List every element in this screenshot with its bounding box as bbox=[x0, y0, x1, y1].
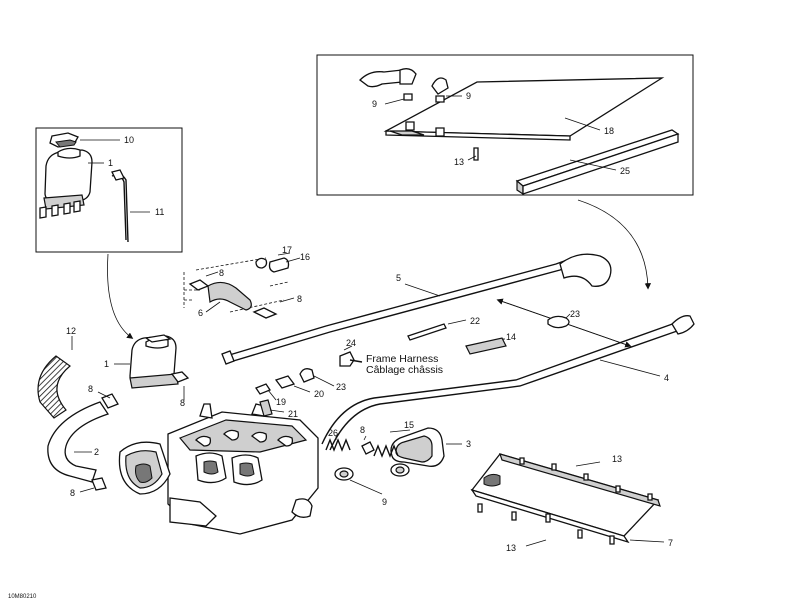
callout-23-left: 23 bbox=[336, 382, 346, 392]
inset-fitting-right bbox=[431, 77, 449, 137]
callout-1-main: 1 bbox=[104, 359, 109, 369]
sensor-body-21 bbox=[259, 399, 273, 417]
callout-17: 17 bbox=[282, 245, 292, 255]
callout-23-right: 23 bbox=[570, 309, 580, 319]
pipe-5: 5 bbox=[221, 253, 612, 365]
reservoir-inset-frame bbox=[35, 127, 183, 253]
callout-21: 21 bbox=[288, 409, 298, 419]
harness-clip-23 bbox=[299, 368, 315, 383]
heat-exchanger-inset-frame bbox=[316, 54, 694, 196]
coolant-reservoir-assembled: 1 8 bbox=[104, 334, 190, 408]
temperature-sensor-19 bbox=[255, 383, 271, 395]
clamp-hose-2-bottom bbox=[91, 477, 107, 491]
rubber-strip bbox=[515, 129, 680, 196]
inset-arrow-left bbox=[107, 253, 134, 339]
fitting-20 bbox=[274, 375, 296, 389]
callout-24: 24 bbox=[346, 338, 356, 348]
callout-8-hose-top: 8 bbox=[88, 384, 93, 394]
callout-26: 26 bbox=[328, 428, 338, 438]
callout-4: 4 bbox=[664, 373, 669, 383]
inset-fitting-left bbox=[359, 68, 417, 131]
inset-arrow-right bbox=[577, 199, 652, 290]
callout-8-muffler: 8 bbox=[360, 425, 365, 435]
callout-22: 22 bbox=[470, 316, 480, 326]
callout-25: 25 bbox=[620, 166, 630, 176]
callout-10: 10 bbox=[124, 135, 134, 145]
callout-9-inset-left: 9 bbox=[372, 99, 377, 109]
callout-8-upper: 8 bbox=[219, 268, 224, 278]
pipe-4: 4 bbox=[321, 315, 695, 451]
harness-clip-24 bbox=[339, 351, 355, 367]
spring-15: 15 bbox=[373, 420, 414, 458]
callout-20: 20 bbox=[314, 389, 324, 399]
callout-6: 6 bbox=[198, 308, 203, 318]
clamp-upper-8 bbox=[188, 279, 210, 291]
exhaust-hose-3: 3 bbox=[390, 427, 471, 467]
callout-8-mid: 8 bbox=[297, 294, 302, 304]
coolant-reservoir-cap bbox=[49, 132, 79, 148]
callout-11: 11 bbox=[155, 207, 164, 217]
callout-14: 14 bbox=[506, 332, 516, 342]
clip-23-right: 23 bbox=[547, 309, 580, 329]
callout-18: 18 bbox=[604, 126, 614, 136]
callout-15: 15 bbox=[404, 420, 414, 430]
callout-16: 16 bbox=[300, 252, 310, 262]
ribbed-hose-12: 12 bbox=[37, 326, 76, 419]
elbow-hose-6 bbox=[207, 281, 252, 311]
heat-exchanger-plate bbox=[383, 77, 665, 141]
gaskets-9: 9 bbox=[334, 463, 410, 507]
reservoir-inset: 10 1 11 bbox=[35, 127, 183, 253]
upper-hose-group: 17 16 8 6 8 bbox=[183, 245, 310, 319]
callout-1-inset: 1 bbox=[108, 158, 113, 168]
callout-3: 3 bbox=[466, 439, 471, 449]
clamp-hose-2-top bbox=[101, 393, 119, 409]
frame-harness-label: Frame Harness bbox=[366, 353, 438, 365]
callout-13-bottom: 13 bbox=[506, 543, 516, 553]
callout-9-main: 9 bbox=[382, 497, 387, 507]
callout-13-right: 13 bbox=[612, 454, 622, 464]
spring-26: 26 bbox=[325, 428, 351, 452]
callout-13-inset: 13 bbox=[454, 157, 464, 167]
figure-code: 10M80210 bbox=[8, 594, 37, 600]
spacer-22: 22 bbox=[407, 316, 480, 341]
engine-block bbox=[118, 403, 319, 535]
coolant-reservoir bbox=[39, 147, 93, 219]
sensor-group: 19 21 20 bbox=[255, 375, 324, 419]
overflow-tube bbox=[111, 169, 129, 243]
callout-2: 2 bbox=[94, 447, 99, 457]
callout-12: 12 bbox=[66, 326, 76, 336]
frame-harness-group: 24 Frame Harness Câblage châssis 23 bbox=[299, 338, 443, 392]
callout-19: 19 bbox=[276, 397, 286, 407]
pad-14: 14 bbox=[465, 332, 516, 355]
callout-7: 7 bbox=[668, 538, 673, 548]
heat-exchanger-7: 7 13 13 bbox=[470, 453, 673, 553]
callout-8-hose-bottom: 8 bbox=[70, 488, 75, 498]
hose-clamp-17 bbox=[255, 257, 268, 269]
clamp-8-muffler: 8 bbox=[360, 425, 375, 455]
callout-9-inset-right: 9 bbox=[466, 91, 471, 101]
callout-5: 5 bbox=[396, 273, 401, 283]
inset-screw bbox=[473, 147, 479, 161]
coupler-16 bbox=[268, 257, 290, 273]
hose-2: 2 8 8 bbox=[47, 384, 119, 498]
frame-harness-label-fr: Câblage châssis bbox=[366, 364, 443, 376]
callout-8-reservoir: 8 bbox=[180, 398, 185, 408]
heat-exchanger-inset: 9 9 18 13 25 bbox=[316, 54, 694, 196]
clamp-mid-8 bbox=[252, 307, 278, 319]
